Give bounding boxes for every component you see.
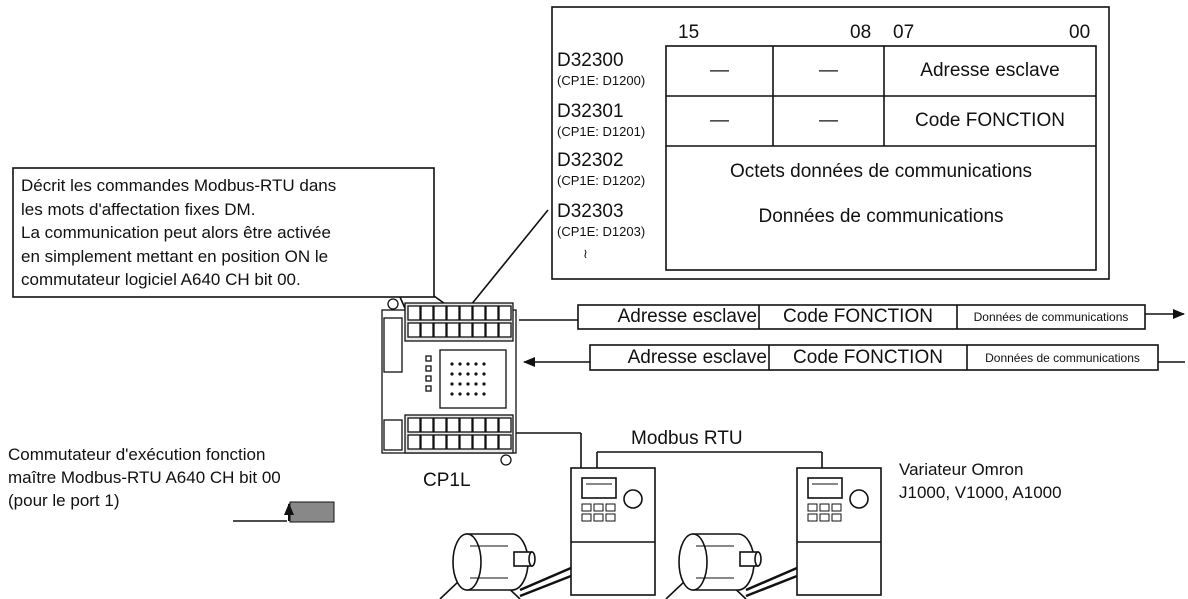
sent-frame [519, 304, 1185, 330]
word-address: D32302 [557, 150, 624, 171]
callout-line: La communication peut alors être activée [21, 223, 331, 242]
memory-table [551, 6, 1110, 280]
table-cell-upper: — [710, 110, 729, 131]
word-address: D32301 [557, 101, 624, 122]
word-address: D32300 [557, 50, 624, 71]
inverter-label-line: Variateur Omron [899, 460, 1024, 479]
cp1e-address: (CP1E: D1202) [557, 173, 646, 188]
bit-label-07: 07 [893, 22, 915, 43]
table-cell-function-code: Code FONCTION [915, 110, 1065, 131]
received-frame-data: Données de communications [985, 350, 1140, 365]
received-frame-function: Code FONCTION [793, 346, 943, 368]
callout-line: les mots d'affectation fixes DM. [21, 199, 256, 219]
cp1e-address: (CP1E: D1201) [557, 124, 646, 139]
cp1e-address: (CP1E: D1203) [557, 224, 646, 239]
callout-text: Décrit les commandes Modbus-RTU dans les… [21, 174, 336, 292]
received-frame-address: Adresse esclave [627, 346, 767, 368]
bit-label-00: 00 [1069, 22, 1091, 43]
sent-frame-data: Données de communications [973, 310, 1129, 324]
table-merged-line-2: Données de communications [758, 206, 1004, 227]
callout-line: commutateur logiciel A640 CH bit 00. [21, 270, 301, 289]
bit-label-15: 15 [678, 22, 700, 43]
motor-1 [439, 533, 572, 599]
motor-2 [665, 533, 798, 599]
switch-label-line: maître Modbus-RTU A640 CH bit 00 [8, 468, 281, 487]
table-cell-mid: — [819, 110, 838, 131]
callout-line: Décrit les commandes Modbus-RTU dans [21, 176, 337, 195]
switch-label: Commutateur d'exécution fonction maître … [8, 443, 281, 512]
modbus-label: Modbus RTU [631, 428, 743, 449]
word-address: D32303 [557, 201, 624, 222]
inverter-label-line: J1000, V1000, A1000 [899, 483, 1062, 502]
switch-signal [233, 501, 335, 523]
inverter-1 [570, 467, 656, 596]
cp1e-address: (CP1E: D1200) [557, 73, 646, 88]
sent-frame-function: Code FONCTION [783, 306, 933, 327]
table-cell-upper: — [710, 60, 729, 81]
switch-label-line: (pour le port 1) [8, 491, 120, 510]
received-frame [523, 344, 1185, 371]
plc-cp1l [381, 298, 517, 466]
bit-label-08: 08 [850, 22, 872, 43]
table-cell-mid: — [819, 60, 838, 81]
switch-label-line: Commutateur d'exécution fonction [8, 445, 266, 464]
table-merged-line-1: Octets données de communications [729, 161, 1033, 182]
table-cell-slave-address: Adresse esclave [920, 60, 1060, 81]
continuation-mark: ≀ [583, 246, 588, 261]
plc-label: CP1L [423, 470, 471, 491]
callout-line: en simplement mettant en position ON le [21, 246, 329, 266]
sent-frame-address: Adresse esclave [617, 306, 757, 327]
inverter-2 [796, 467, 882, 596]
inverter-label: Variateur Omron J1000, V1000, A1000 [899, 458, 1062, 504]
